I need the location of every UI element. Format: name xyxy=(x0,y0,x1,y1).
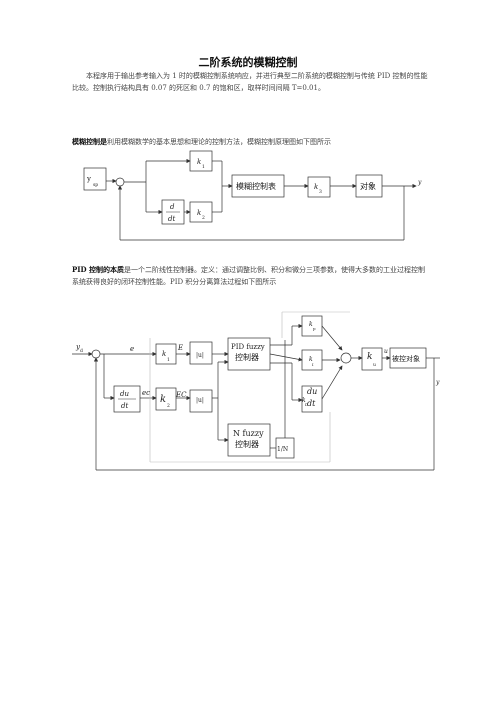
d2-deriv-num: du xyxy=(120,390,129,398)
ref-label: y xyxy=(86,175,91,183)
sum-junction-2 xyxy=(91,349,101,359)
abs1-label: |u| xyxy=(196,352,204,359)
sum-junction-3 xyxy=(340,352,352,364)
d2-ref-label: y xyxy=(75,343,81,351)
k1-sub: 1 xyxy=(202,164,205,170)
fuzzy-intro-text: 利用模糊数学的基本思想和理论的控制方法，模糊控制原理图如下图所示 xyxy=(107,138,331,146)
u-label: u xyxy=(384,348,388,355)
ku-block xyxy=(361,347,383,371)
pid-paragraph-text: 是一个二阶线性控制器。定义：通过调整比例、积分和微分三项参数，使得大多数的工业过… xyxy=(72,266,426,286)
d2-k1-label: k xyxy=(162,350,166,358)
d2-deriv-den: dt xyxy=(121,402,128,410)
k2-sub: 2 xyxy=(202,215,205,221)
kd-deriv-den: dt xyxy=(307,399,316,408)
document-title: 二阶系统的模糊控制 xyxy=(198,56,298,69)
d2-k2-label: k xyxy=(160,394,166,405)
ku-label: k xyxy=(367,352,372,362)
ki-sub: I xyxy=(312,362,314,367)
EC-label: EC xyxy=(175,391,187,399)
k1-label: k xyxy=(197,158,201,166)
fuzzy-table-label: 模糊控制表 xyxy=(236,181,276,191)
k3-sub: 3 xyxy=(319,189,322,195)
kp-label: k xyxy=(309,321,313,328)
deriv-den: dt xyxy=(168,215,175,223)
inv-n-label: 1/N xyxy=(277,446,288,453)
abs2-block xyxy=(189,389,213,413)
n-fuzzy-line2: 控制器 xyxy=(235,439,259,449)
ec-label: ec xyxy=(142,389,150,397)
fuzzy-intro-paragraph: 模糊控制是利用模糊数学的基本思想和理论的控制方法，模糊控制原理图如下图所示 xyxy=(72,136,428,148)
d2-derivative-block xyxy=(113,385,141,413)
ku-sub: u xyxy=(373,363,376,368)
ref-sub: sp xyxy=(93,183,98,188)
intro-paragraph: 本程序用于输出参考输入为 1 时的模糊控制系统响应，并进行典型二阶系统的模糊控制… xyxy=(72,72,428,92)
k2-label: k xyxy=(197,209,201,217)
pid-paragraph: PID 控制的本质是一个二阶线性控制器。定义：通过调整比例、积分和微分三项参数，… xyxy=(72,264,428,288)
k3-label: k xyxy=(314,183,318,191)
abs1-block xyxy=(189,341,213,365)
d2-output-label: y xyxy=(435,379,440,386)
output-label: y xyxy=(417,179,422,186)
pid-fuzzy-line2: 控制器 xyxy=(235,352,259,362)
d2-ref-sub: d xyxy=(80,348,83,354)
pid-paragraph-bold: PID 控制的本质 xyxy=(72,265,125,274)
E-label: E xyxy=(177,344,183,352)
fuzzy-intro-bold: 模糊控制是 xyxy=(72,137,107,146)
d2-k2-sub: 2 xyxy=(167,403,170,409)
kp-sub: p xyxy=(313,326,316,331)
reference-block xyxy=(83,167,107,191)
k3-block xyxy=(307,176,331,198)
e-label: e xyxy=(130,345,134,353)
plant-label: 对象 xyxy=(360,181,376,191)
ki-label: k xyxy=(309,356,313,363)
deriv-num: d xyxy=(170,203,175,211)
n-fuzzy-controller-block xyxy=(227,423,271,457)
plant2-label: 被控对象 xyxy=(392,354,420,363)
kd-deriv-num: du xyxy=(307,387,317,396)
kd-sub: D xyxy=(305,402,308,407)
d2-k1-sub: 1 xyxy=(167,357,170,363)
kd-label: k xyxy=(302,397,306,404)
pid-fuzzy-line1: PID fuzzy xyxy=(231,343,265,351)
d2-k2-block xyxy=(155,387,177,411)
n-fuzzy-line1: N fuzzy xyxy=(233,429,264,438)
abs2-label: |u| xyxy=(196,397,204,404)
